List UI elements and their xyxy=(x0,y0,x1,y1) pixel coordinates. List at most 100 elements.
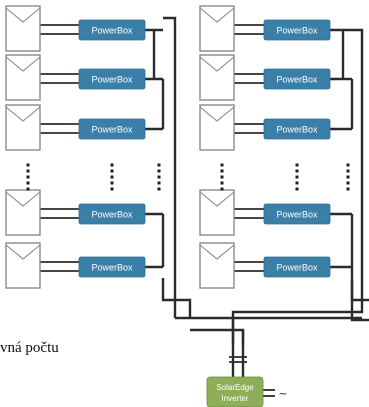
left-string-return xyxy=(163,16,177,318)
ellipsis-dot xyxy=(220,169,224,173)
powerbox-body xyxy=(78,118,146,140)
powerbox: PowerBox xyxy=(263,118,331,140)
powerbox-body xyxy=(78,19,146,41)
powerbox-label: PowerBox xyxy=(91,210,133,220)
ellipsis-dot xyxy=(157,169,161,173)
panel-frame xyxy=(5,189,41,236)
solar-panel xyxy=(5,189,41,236)
ellipsis-dot xyxy=(295,187,299,191)
powerbox-label: PowerBox xyxy=(276,75,318,85)
powerbox-label: PowerBox xyxy=(91,263,133,273)
powerbox: PowerBox xyxy=(263,68,331,90)
powerbox-label: PowerBox xyxy=(91,75,133,85)
powerbox-body xyxy=(78,68,146,90)
powerbox: PowerBox xyxy=(78,118,146,140)
panel-fold-line xyxy=(5,244,41,260)
powerbox-label: PowerBox xyxy=(91,26,133,36)
ellipsis-dot xyxy=(295,169,299,173)
solar-panel xyxy=(199,242,235,289)
solar-panel xyxy=(5,54,41,101)
ellipsis-dot xyxy=(26,175,30,179)
panel-fold-line xyxy=(199,106,235,122)
powerbox-body xyxy=(263,68,331,90)
ellipsis-dot xyxy=(220,181,224,185)
panel-frame xyxy=(199,242,235,289)
powerbox: PowerBox xyxy=(263,19,331,41)
ellipsis-dot xyxy=(157,163,161,167)
ellipsis-dot xyxy=(110,169,114,173)
panel-fold-line xyxy=(5,7,41,23)
panel-fold-line xyxy=(5,56,41,72)
powerbox-body xyxy=(263,19,331,41)
powerbox: PowerBox xyxy=(78,68,146,90)
powerbox-label: PowerBox xyxy=(276,210,318,220)
ellipsis-dot xyxy=(220,163,224,167)
panel-frame xyxy=(199,104,235,151)
solar-panel xyxy=(199,104,235,151)
ellipsis-dot xyxy=(295,181,299,185)
ellipsis-dots xyxy=(26,163,30,191)
ellipsis-dots xyxy=(346,163,350,191)
inverter-label-line2: Inverter xyxy=(221,394,248,403)
modules: PowerBoxPowerBoxPowerBoxPowerBoxPowerBox… xyxy=(5,5,350,289)
ellipsis-dot xyxy=(157,181,161,185)
panel-frame xyxy=(5,5,41,52)
solar-panel xyxy=(5,242,41,289)
ellipsis-dots xyxy=(110,163,114,191)
solar-panel xyxy=(5,104,41,151)
powerbox-label: PowerBox xyxy=(276,26,318,36)
panel-fold-line xyxy=(199,191,235,207)
ellipsis-dot xyxy=(346,163,350,167)
dc-bus-2 xyxy=(190,328,245,345)
powerbox: PowerBox xyxy=(78,203,146,225)
ellipsis-dots xyxy=(220,163,224,191)
panel-fold-line xyxy=(199,56,235,72)
ellipsis-dot xyxy=(26,169,30,173)
ellipsis-dot xyxy=(295,175,299,179)
right-string-out xyxy=(350,267,369,302)
ellipsis-dots xyxy=(295,163,299,191)
inverter-body xyxy=(206,376,264,407)
left-string-out xyxy=(161,278,192,318)
solar-panel xyxy=(199,5,235,52)
ellipsis-dot xyxy=(220,175,224,179)
wiring xyxy=(40,16,369,397)
powerbox-label: PowerBox xyxy=(276,125,318,135)
powerbox: PowerBox xyxy=(78,256,146,278)
powerbox-body xyxy=(78,203,146,225)
powerbox: PowerBox xyxy=(263,203,331,225)
ellipsis-dot xyxy=(110,181,114,185)
ellipsis-dot xyxy=(346,181,350,185)
panel-fold-line xyxy=(199,244,235,260)
powerbox: PowerBox xyxy=(263,256,331,278)
panel-fold-line xyxy=(5,106,41,122)
powerbox-body xyxy=(263,118,331,140)
ellipsis-dot xyxy=(157,175,161,179)
ellipsis-dot xyxy=(26,187,30,191)
ellipsis-dot xyxy=(346,175,350,179)
ellipsis-dot xyxy=(26,181,30,185)
panel-frame xyxy=(199,54,235,101)
ellipsis-dot xyxy=(346,169,350,173)
powerbox-body xyxy=(263,256,331,278)
ellipsis-dot xyxy=(110,187,114,191)
panel-fold-line xyxy=(199,7,235,23)
solar-panel xyxy=(5,5,41,52)
right-string-out2 xyxy=(350,280,369,322)
ellipsis-dots xyxy=(157,163,161,191)
inverter-label-line1: SolarEdge xyxy=(216,383,254,392)
ellipsis-dot xyxy=(220,187,224,191)
powerbox-body xyxy=(263,203,331,225)
powerbox-body xyxy=(78,256,146,278)
solar-panel xyxy=(199,54,235,101)
caption-text: vná počtu xyxy=(0,340,59,356)
solar-panel xyxy=(199,189,235,236)
panel-frame xyxy=(5,242,41,289)
ellipsis-dot xyxy=(110,175,114,179)
panel-frame xyxy=(5,104,41,151)
